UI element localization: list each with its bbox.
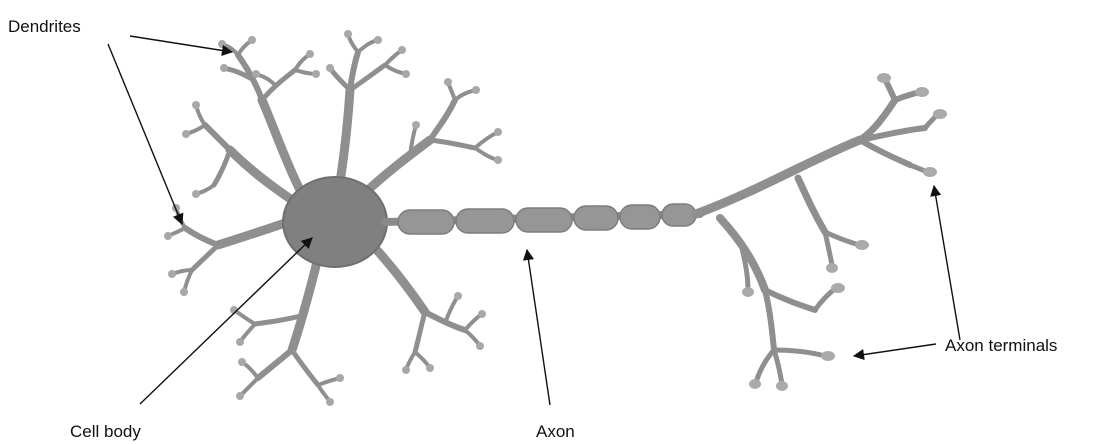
label-axon-terminals: Axon terminals [945,336,1057,355]
dendrites-arrow-upper [130,36,232,52]
label-dendrites: Dendrites [8,17,81,36]
neuron-illustration [164,30,947,406]
dendrites-arrow-lower [108,44,182,224]
axon-shape [385,204,700,234]
axon-terminal-branches [696,78,938,384]
label-cell-body: Cell body [70,422,141,441]
label-axon: Axon [536,422,575,441]
cell-body-shape [283,177,387,267]
axon-terminals-arrow-lower [854,344,936,356]
axon-terminals-arrow-upper [934,186,960,340]
axon-arrow [527,250,550,405]
